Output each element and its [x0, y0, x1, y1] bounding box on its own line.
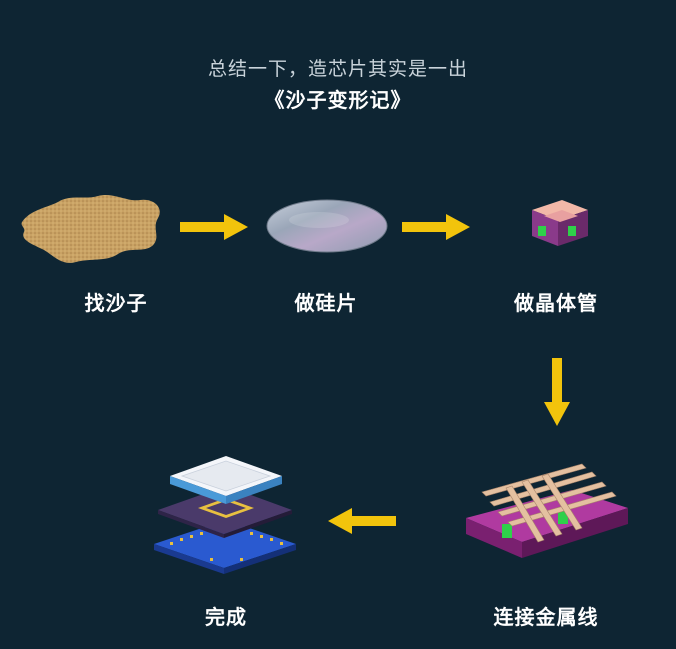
transistor-icon — [532, 200, 588, 246]
arrow-down-icon — [544, 358, 570, 426]
step-label-connect-metal-wires: 连接金属线 — [493, 605, 599, 629]
step-label-make-wafer: 做硅片 — [294, 291, 358, 315]
step-label-find-sand: 找沙子 — [84, 291, 148, 315]
arrow-left-icon — [328, 508, 396, 534]
step-label-make-transistor: 做晶体管 — [514, 291, 598, 315]
metal-interconnect-icon — [466, 463, 628, 558]
title-line-2: 《沙子变形记》 — [264, 88, 412, 112]
step-label-complete: 完成 — [205, 605, 247, 629]
title-line-1: 总结一下，造芯片其实是一出 — [207, 58, 468, 80]
silicon-wafer-icon — [266, 199, 388, 253]
sand-pile-icon — [21, 195, 160, 263]
chip-package-icon — [154, 456, 296, 574]
arrow-right-icon — [402, 214, 470, 240]
arrow-right-icon — [180, 214, 248, 240]
